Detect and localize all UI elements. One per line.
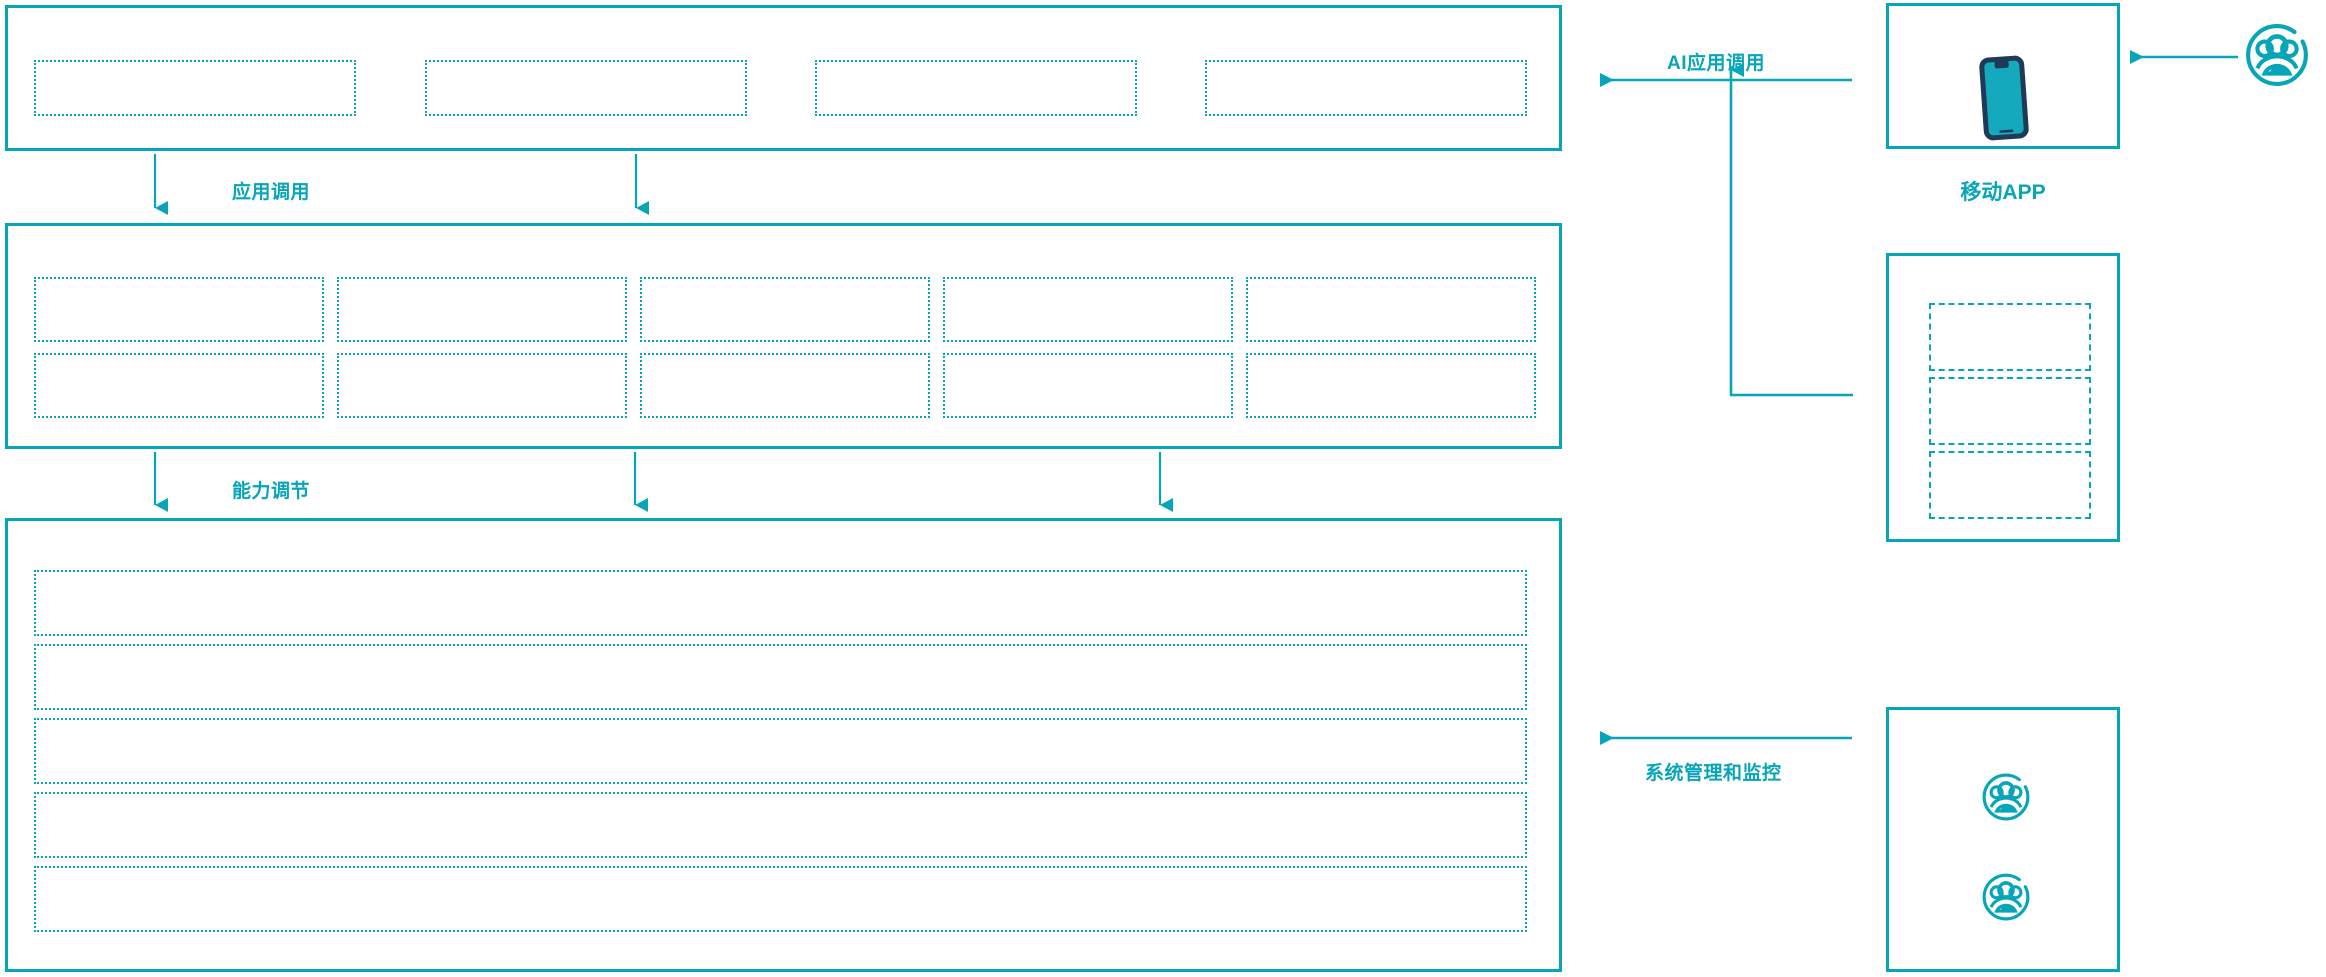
operations-user-group-icon-2 — [1982, 873, 2030, 921]
platform-layer-panel — [5, 518, 1562, 972]
capability-box-r1c5[interactable] — [1246, 277, 1536, 342]
application-box-4[interactable] — [1205, 60, 1527, 116]
capability-box-r2c3[interactable] — [640, 353, 930, 418]
platform-row-3[interactable] — [34, 718, 1527, 784]
mobile-app-label: 移动APP — [1960, 181, 2046, 204]
capability-box-r1c2[interactable] — [337, 277, 627, 342]
application-layer-panel — [5, 5, 1562, 151]
capability-box-r2c2[interactable] — [337, 353, 627, 418]
channel-item-2[interactable] — [1929, 377, 2091, 445]
connector-label-system-management: 系统管理和监控 — [1645, 763, 1782, 784]
capability-box-r1c3[interactable] — [640, 277, 930, 342]
channel-item-3[interactable] — [1929, 451, 2091, 519]
platform-row-5[interactable] — [34, 866, 1527, 932]
channel-box — [1886, 253, 2120, 542]
platform-row-1[interactable] — [34, 570, 1527, 636]
channel-item-1[interactable] — [1929, 303, 2091, 371]
capability-box-r1c4[interactable] — [943, 277, 1233, 342]
connector-label-ai-application-call: AI应用调用 — [1667, 53, 1766, 74]
platform-row-2[interactable] — [34, 644, 1527, 710]
smartphone-icon — [1979, 55, 2029, 141]
external-user-group-icon — [2246, 24, 2308, 86]
operations-box — [1886, 707, 2120, 972]
platform-row-4[interactable] — [34, 792, 1527, 858]
capability-box-r2c5[interactable] — [1246, 353, 1536, 418]
capability-box-r2c4[interactable] — [943, 353, 1233, 418]
application-box-2[interactable] — [425, 60, 747, 116]
capability-box-r1c1[interactable] — [34, 277, 324, 342]
capability-box-r2c1[interactable] — [34, 353, 324, 418]
connector-label-application-call: 应用调用 — [232, 182, 311, 203]
capability-layer-panel — [5, 223, 1562, 449]
connector-label-capability-adjust: 能力调节 — [232, 481, 311, 502]
operations-user-group-icon-1 — [1982, 773, 2030, 821]
application-box-1[interactable] — [34, 60, 356, 116]
application-box-3[interactable] — [815, 60, 1137, 116]
